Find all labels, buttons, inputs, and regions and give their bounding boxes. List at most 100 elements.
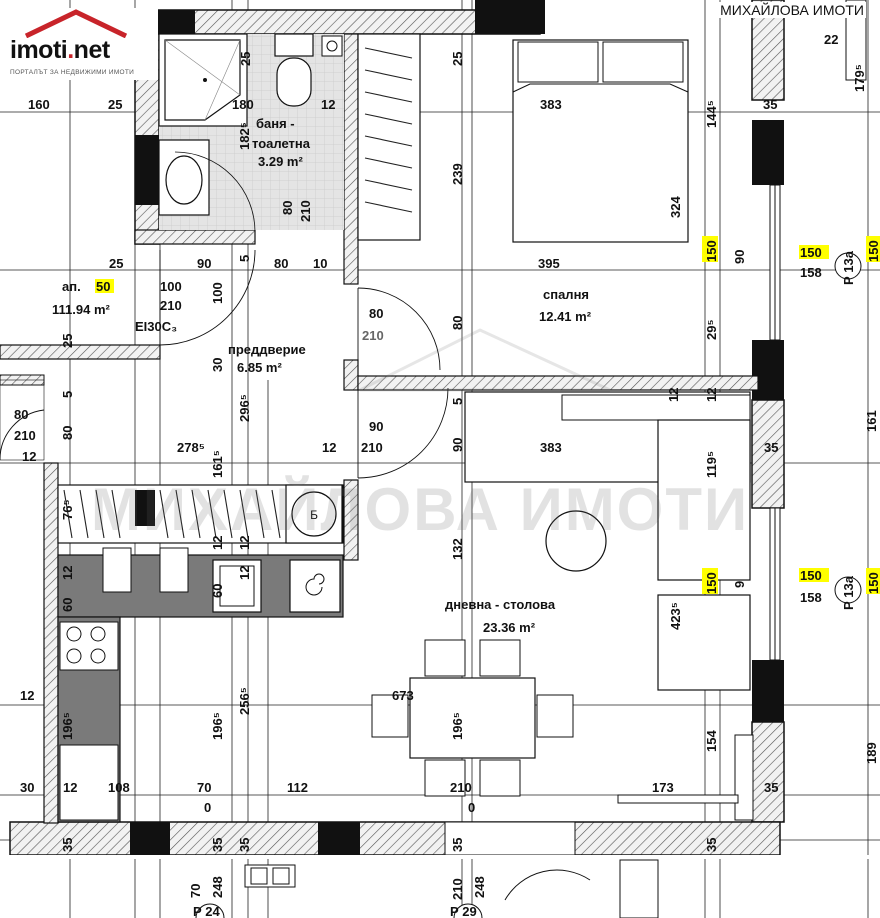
logo-tagline: ПОРТАЛЪТ ЗА НЕДВИЖИМИ ИМОТИ — [10, 69, 135, 76]
dimension-label: 161 — [864, 410, 879, 432]
dimension-label: 25 — [60, 334, 75, 348]
watermark-graphic: МИХАЙЛОВА ИМОТИ — [91, 328, 747, 543]
dimension-label: 35 — [704, 838, 719, 852]
dimension-label: 90 — [369, 419, 383, 434]
dimension-label: 210 — [298, 200, 313, 222]
dimension-label: 5 — [60, 391, 75, 398]
bathroom-name-1: баня - — [256, 116, 295, 131]
windows — [617, 0, 867, 821]
living-name: дневна - столова — [445, 597, 556, 612]
dimension-label: 35 — [763, 97, 777, 112]
dimension-label: 35 — [450, 838, 465, 852]
dimension-label: 80 — [369, 306, 383, 321]
bedroom-area: 12.41 m² — [539, 309, 592, 324]
dimension-label: 132 — [450, 538, 465, 560]
door-class: EI30C₃ — [135, 319, 177, 334]
dimension-label: 112 — [287, 780, 308, 795]
dimension-labels-vertical: 25 25 182⁵ 144⁵ 179⁵ 239 324 80 210 5 12… — [60, 52, 880, 900]
logo-tld: net — [73, 36, 111, 64]
dimension-label: 210 — [450, 780, 472, 795]
dimension-label: 179⁵ — [852, 64, 867, 92]
bathroom-area: 3.29 m² — [258, 154, 303, 169]
dimension-label: 108 — [108, 780, 130, 795]
dimension-label: 100 — [210, 282, 225, 304]
dimension-label: 383 — [540, 440, 562, 455]
dimension-label: 296⁵ — [237, 394, 252, 422]
dimension-label: 210 — [14, 428, 36, 443]
room-labels: баня - тоалетна 3.29 m² преддверие 6.85 … — [52, 116, 592, 635]
dimension-label: 423⁵ — [668, 602, 683, 630]
dimension-label: 25 — [108, 97, 122, 112]
dimension-label: 25 — [109, 256, 123, 271]
dimension-label: 248 — [472, 876, 487, 898]
sofa — [464, 391, 751, 691]
dimension-label: 196⁵ — [60, 712, 75, 740]
section-mark-1: Р 24 — [193, 904, 221, 918]
dimension-label: 90 — [197, 256, 211, 271]
hall-area: 6.85 m² — [237, 360, 282, 375]
dining-table — [371, 639, 574, 797]
dimension-label: 25 — [450, 52, 465, 66]
dimension-label: 80 — [14, 407, 28, 422]
dimension-label: 35 — [764, 440, 778, 455]
dimension-label: 35 — [60, 838, 75, 852]
dimension-label: 0 — [204, 800, 211, 815]
dimension-label: 12 — [321, 97, 335, 112]
dimension-label: 210 — [362, 328, 384, 343]
dimension-label: 189 — [864, 742, 879, 764]
walls — [0, 0, 785, 856]
dimension-label: 12 — [63, 780, 77, 795]
dimension-label: 5 — [237, 255, 252, 262]
bed — [512, 39, 689, 243]
dimension-label: 10 — [313, 256, 327, 271]
dimension-label: 395 — [538, 256, 560, 271]
dimension-labels: 160 25 180 12 383 35 22 25 90 80 10 395 … — [14, 32, 838, 815]
dimension-label: 210 — [450, 878, 465, 900]
dimension-label: 0 — [468, 800, 475, 815]
dimension-label: 673 — [392, 688, 414, 703]
dimension-label: 12 — [210, 536, 225, 550]
dimension-label: 5 — [450, 398, 465, 405]
dimension-label: 150 — [800, 245, 822, 260]
dimension-label: 150 — [704, 240, 719, 262]
living-area: 23.36 m² — [483, 620, 536, 635]
highlights — [95, 236, 880, 594]
dimension-label: 70 — [197, 780, 211, 795]
apartment-area: 111.94 m² — [52, 302, 110, 317]
dimension-label: 80 — [60, 426, 75, 440]
bathroom-name-2: тоалетна — [252, 136, 311, 151]
dimension-label: 35 — [210, 838, 225, 852]
site-logo[interactable]: imoti.net ПОРТАЛЪТ ЗА НЕДВИЖИМИ ИМОТИ — [6, 8, 158, 80]
dimension-label: 12 — [666, 388, 681, 402]
dimension-label: 80 — [274, 256, 288, 271]
dimension-label: 90 — [450, 438, 465, 452]
dimension-label: 9 — [732, 581, 747, 588]
dimension-label: 12 — [237, 536, 252, 550]
dimension-label: 161⁵ — [210, 450, 225, 478]
markers: Р 13а Р 13а Р 24 Р 29 — [193, 250, 862, 918]
dimension-label: 196⁵ — [210, 712, 225, 740]
dimension-label: 29⁵ — [704, 319, 719, 340]
dimension-label: 210 — [361, 440, 383, 455]
apartment-number: 50 — [96, 279, 110, 294]
logo-main: imoti — [10, 36, 68, 64]
dimension-label: 119⁵ — [704, 451, 719, 478]
window-mark-2: Р 13а — [841, 575, 856, 610]
dimension-label: 150 — [800, 568, 822, 583]
dimension-label: 144⁵ — [704, 100, 719, 128]
dimension-label: 90 — [732, 250, 747, 264]
dimension-label: 324 — [668, 196, 683, 218]
dimension-label: 12 — [22, 449, 36, 464]
dimension-label: 60 — [60, 598, 75, 612]
kitchen: Б — [57, 484, 344, 823]
dimension-label: 158 — [800, 265, 822, 280]
section-mark-2: Р 29 — [450, 904, 477, 918]
dimension-label: 30 — [20, 780, 34, 795]
dimension-label: 12 — [237, 566, 252, 580]
dimension-label: 210 — [160, 298, 182, 313]
house-roof-icon — [24, 9, 128, 38]
dimension-label: 154 — [704, 730, 719, 752]
dimension-label: 70 — [188, 884, 203, 898]
dimension-label: 80 — [450, 316, 465, 330]
